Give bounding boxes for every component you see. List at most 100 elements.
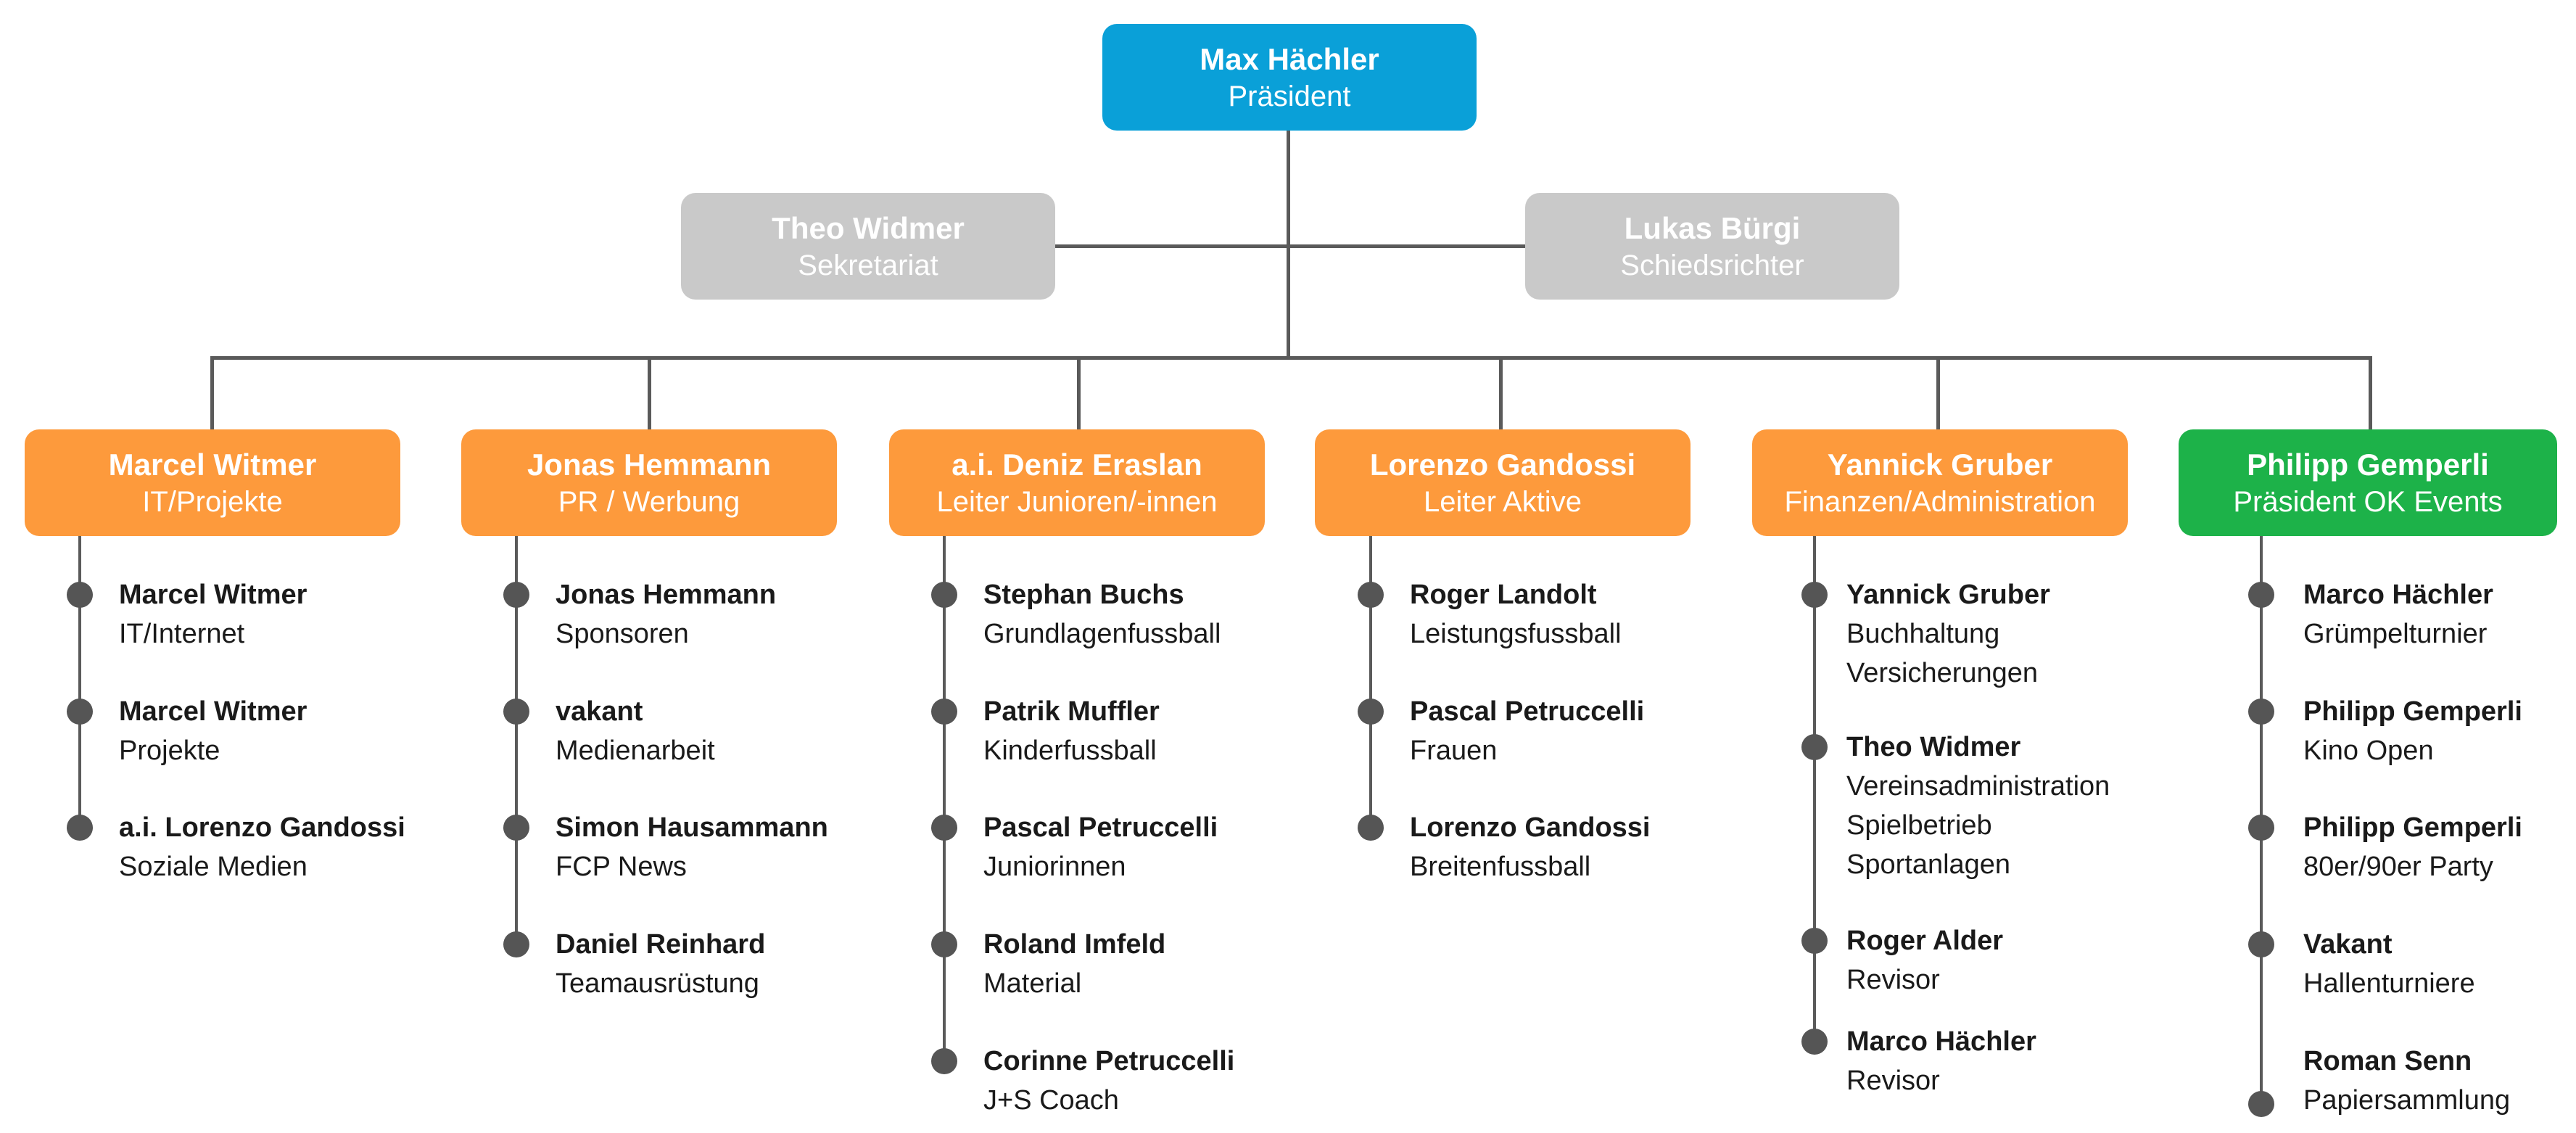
department-box: Marcel Witmer IT/Projekte <box>25 429 400 536</box>
top-role: Präsident <box>1228 80 1351 112</box>
department-role: Leiter Aktive <box>1424 485 1582 518</box>
member-entry: Roland Imfeld Material <box>983 925 1165 1003</box>
member-name: Stephan Buchs <box>983 580 1184 610</box>
member-name: Lorenzo Gandossi <box>1410 812 1651 843</box>
member-entry: Daniel Reinhard Teamausrüstung <box>556 925 765 1003</box>
member-role: Material <box>983 968 1082 999</box>
department-connector <box>1499 356 1503 429</box>
member-entry: Vakant Hallenturniere <box>2303 925 2475 1003</box>
member-name: Marcel Witmer <box>119 580 307 610</box>
member-entry: Corinne Petruccelli J+S Coach <box>983 1042 1234 1120</box>
member-name: Marco Hächler <box>2303 580 2493 610</box>
department-box: a.i. Deniz Eraslan Leiter Junioren/-inne… <box>889 429 1265 536</box>
member-name: Vakant <box>2303 929 2393 960</box>
top-box: Max Hächler Präsident <box>1102 24 1477 131</box>
member-dot <box>2248 931 2274 957</box>
member-role: Juniorinnen <box>983 852 1126 882</box>
member-dot <box>1801 928 1828 954</box>
member-dot <box>931 1048 957 1074</box>
member-dot <box>67 815 93 841</box>
member-name: Corinne Petruccelli <box>983 1046 1235 1076</box>
member-name: Jonas Hemmann <box>556 580 777 610</box>
department-connector <box>1936 356 1940 429</box>
member-role: Revisor <box>1846 965 1940 995</box>
department-name: a.i. Deniz Eraslan <box>951 447 1202 482</box>
member-entry: Pascal Petruccelli Juniorinnen <box>983 808 1218 886</box>
department-connector <box>648 356 651 429</box>
member-entry: Roger Alder Revisor <box>1846 921 2003 1000</box>
staff-name: Lukas Bürgi <box>1624 210 1801 245</box>
member-role: Vereinsadministration <box>1846 771 2110 802</box>
member-name: vakant <box>556 696 643 727</box>
staff-name: Theo Widmer <box>772 210 965 245</box>
member-name: Pascal Petruccelli <box>1410 696 1645 727</box>
member-role: Frauen <box>1410 736 1498 766</box>
member-role: Hallenturniere <box>2303 968 2475 999</box>
department-name: Marcel Witmer <box>108 447 317 482</box>
department-name: Yannick Gruber <box>1827 447 2053 482</box>
member-role: Medienarbeit <box>556 736 715 766</box>
member-role: Spielbetrieb <box>1846 810 1992 841</box>
member-name: Patrik Muffler <box>983 696 1160 727</box>
member-entry: Stephan Buchs Grundlagenfussball <box>983 575 1221 654</box>
department-role: IT/Projekte <box>142 485 283 518</box>
department-name: Jonas Hemmann <box>527 447 772 482</box>
member-dot <box>503 931 529 957</box>
member-name: Roman Senn <box>2303 1046 2472 1076</box>
member-role: Kinderfussball <box>983 736 1157 766</box>
member-dot <box>2248 1091 2274 1117</box>
member-dot <box>2248 699 2274 725</box>
member-name: Philipp Gemperli <box>2303 812 2522 843</box>
member-role: Sportanlagen <box>1846 849 2011 880</box>
member-role: Sponsoren <box>556 619 689 649</box>
department-role: Finanzen/Administration <box>1784 485 2096 518</box>
member-role: Teamausrüstung <box>556 968 759 999</box>
member-role: Soziale Medien <box>119 852 307 882</box>
member-entry: Roger Landolt Leistungsfussball <box>1410 575 1622 654</box>
member-role: Buchhaltung <box>1846 619 2000 649</box>
department-box: Philipp Gemperli Präsident OK Events <box>2179 429 2557 536</box>
member-name: a.i. Lorenzo Gandossi <box>119 812 405 843</box>
member-role: J+S Coach <box>983 1085 1119 1116</box>
member-connector <box>1813 536 1816 1045</box>
member-entry: Philipp Gemperli Kino Open <box>2303 692 2522 770</box>
department-box: Yannick Gruber Finanzen/Administration <box>1752 429 2128 536</box>
connector-staff-horizontal <box>1055 244 1525 248</box>
member-role: Revisor <box>1846 1066 1940 1096</box>
member-entry: Simon Hausammann FCP News <box>556 808 828 886</box>
department-role: PR / Werbung <box>558 485 740 518</box>
member-role: FCP News <box>556 852 687 882</box>
member-name: Marcel Witmer <box>119 696 307 727</box>
department-name: Lorenzo Gandossi <box>1369 447 1636 482</box>
member-dot <box>2248 815 2274 841</box>
member-dot <box>931 931 957 957</box>
member-entry: Lorenzo Gandossi Breitenfussball <box>1410 808 1650 886</box>
member-entry: a.i. Lorenzo Gandossi Soziale Medien <box>119 808 405 886</box>
member-entry: Marco Hächler Revisor <box>1846 1022 2036 1100</box>
member-name: Marco Hächler <box>1846 1026 2036 1057</box>
top-name: Max Hächler <box>1200 41 1379 76</box>
member-name: Yannick Gruber <box>1846 580 2050 610</box>
member-entry: Philipp Gemperli 80er/90er Party <box>2303 808 2522 886</box>
department-role: Leiter Junioren/-innen <box>936 485 1218 518</box>
department-role: Präsident OK Events <box>2233 485 2503 518</box>
member-entry: Yannick Gruber Buchhaltung Versicherunge… <box>1846 575 2050 693</box>
member-role: Kino Open <box>2303 736 2434 766</box>
staff-role: Schiedsrichter <box>1620 249 1804 281</box>
department-connector <box>210 356 214 429</box>
member-dot <box>1801 1029 1828 1055</box>
member-connector <box>943 536 946 1060</box>
member-role: Versicherungen <box>1846 658 2039 688</box>
member-role: Breitenfussball <box>1410 852 1591 882</box>
member-connector <box>78 536 81 826</box>
staff-role: Sekretariat <box>798 249 938 281</box>
member-entry: Patrik Muffler Kinderfussball <box>983 692 1160 770</box>
member-dot <box>2248 582 2274 608</box>
member-dot <box>67 582 93 608</box>
member-name: Theo Widmer <box>1846 732 2021 762</box>
member-role: IT/Internet <box>119 619 245 649</box>
member-dot <box>503 699 529 725</box>
department-connector <box>2369 356 2372 429</box>
member-role: Leistungsfussball <box>1410 619 1622 649</box>
member-dot <box>1801 734 1828 760</box>
